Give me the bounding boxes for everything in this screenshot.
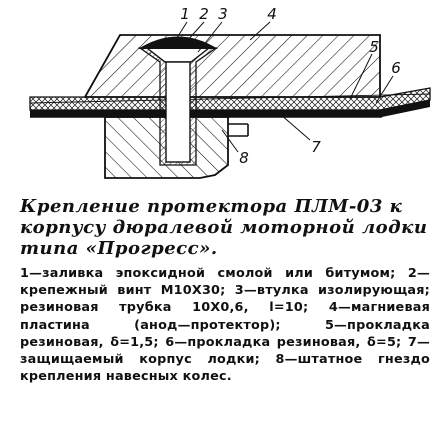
callout-4: 4 xyxy=(267,5,277,23)
legend-text: 1—заливка эпоксидной смолой или битумом;… xyxy=(20,266,430,385)
figure-caption: Крепление протектора ПЛМ-03 к корпусу дю… xyxy=(20,196,428,259)
boat-hull xyxy=(30,100,430,117)
callout-6: 6 xyxy=(391,59,401,77)
screw-shank xyxy=(165,61,191,163)
figure-legend: 1—заливка эпоксидной смолой или битумом;… xyxy=(20,265,430,385)
epoxy-fill xyxy=(138,36,218,49)
callout-8: 8 xyxy=(239,149,249,167)
protector-mounting-diagram: 1 2 3 4 5 6 7 8 xyxy=(29,5,431,179)
callout-5: 5 xyxy=(369,38,379,56)
magnesium-plate xyxy=(83,34,381,98)
callout-3: 3 xyxy=(218,5,228,23)
callout-7: 7 xyxy=(311,138,321,156)
callout-1: 1 xyxy=(180,5,190,23)
callout-2: 2 xyxy=(199,5,209,23)
